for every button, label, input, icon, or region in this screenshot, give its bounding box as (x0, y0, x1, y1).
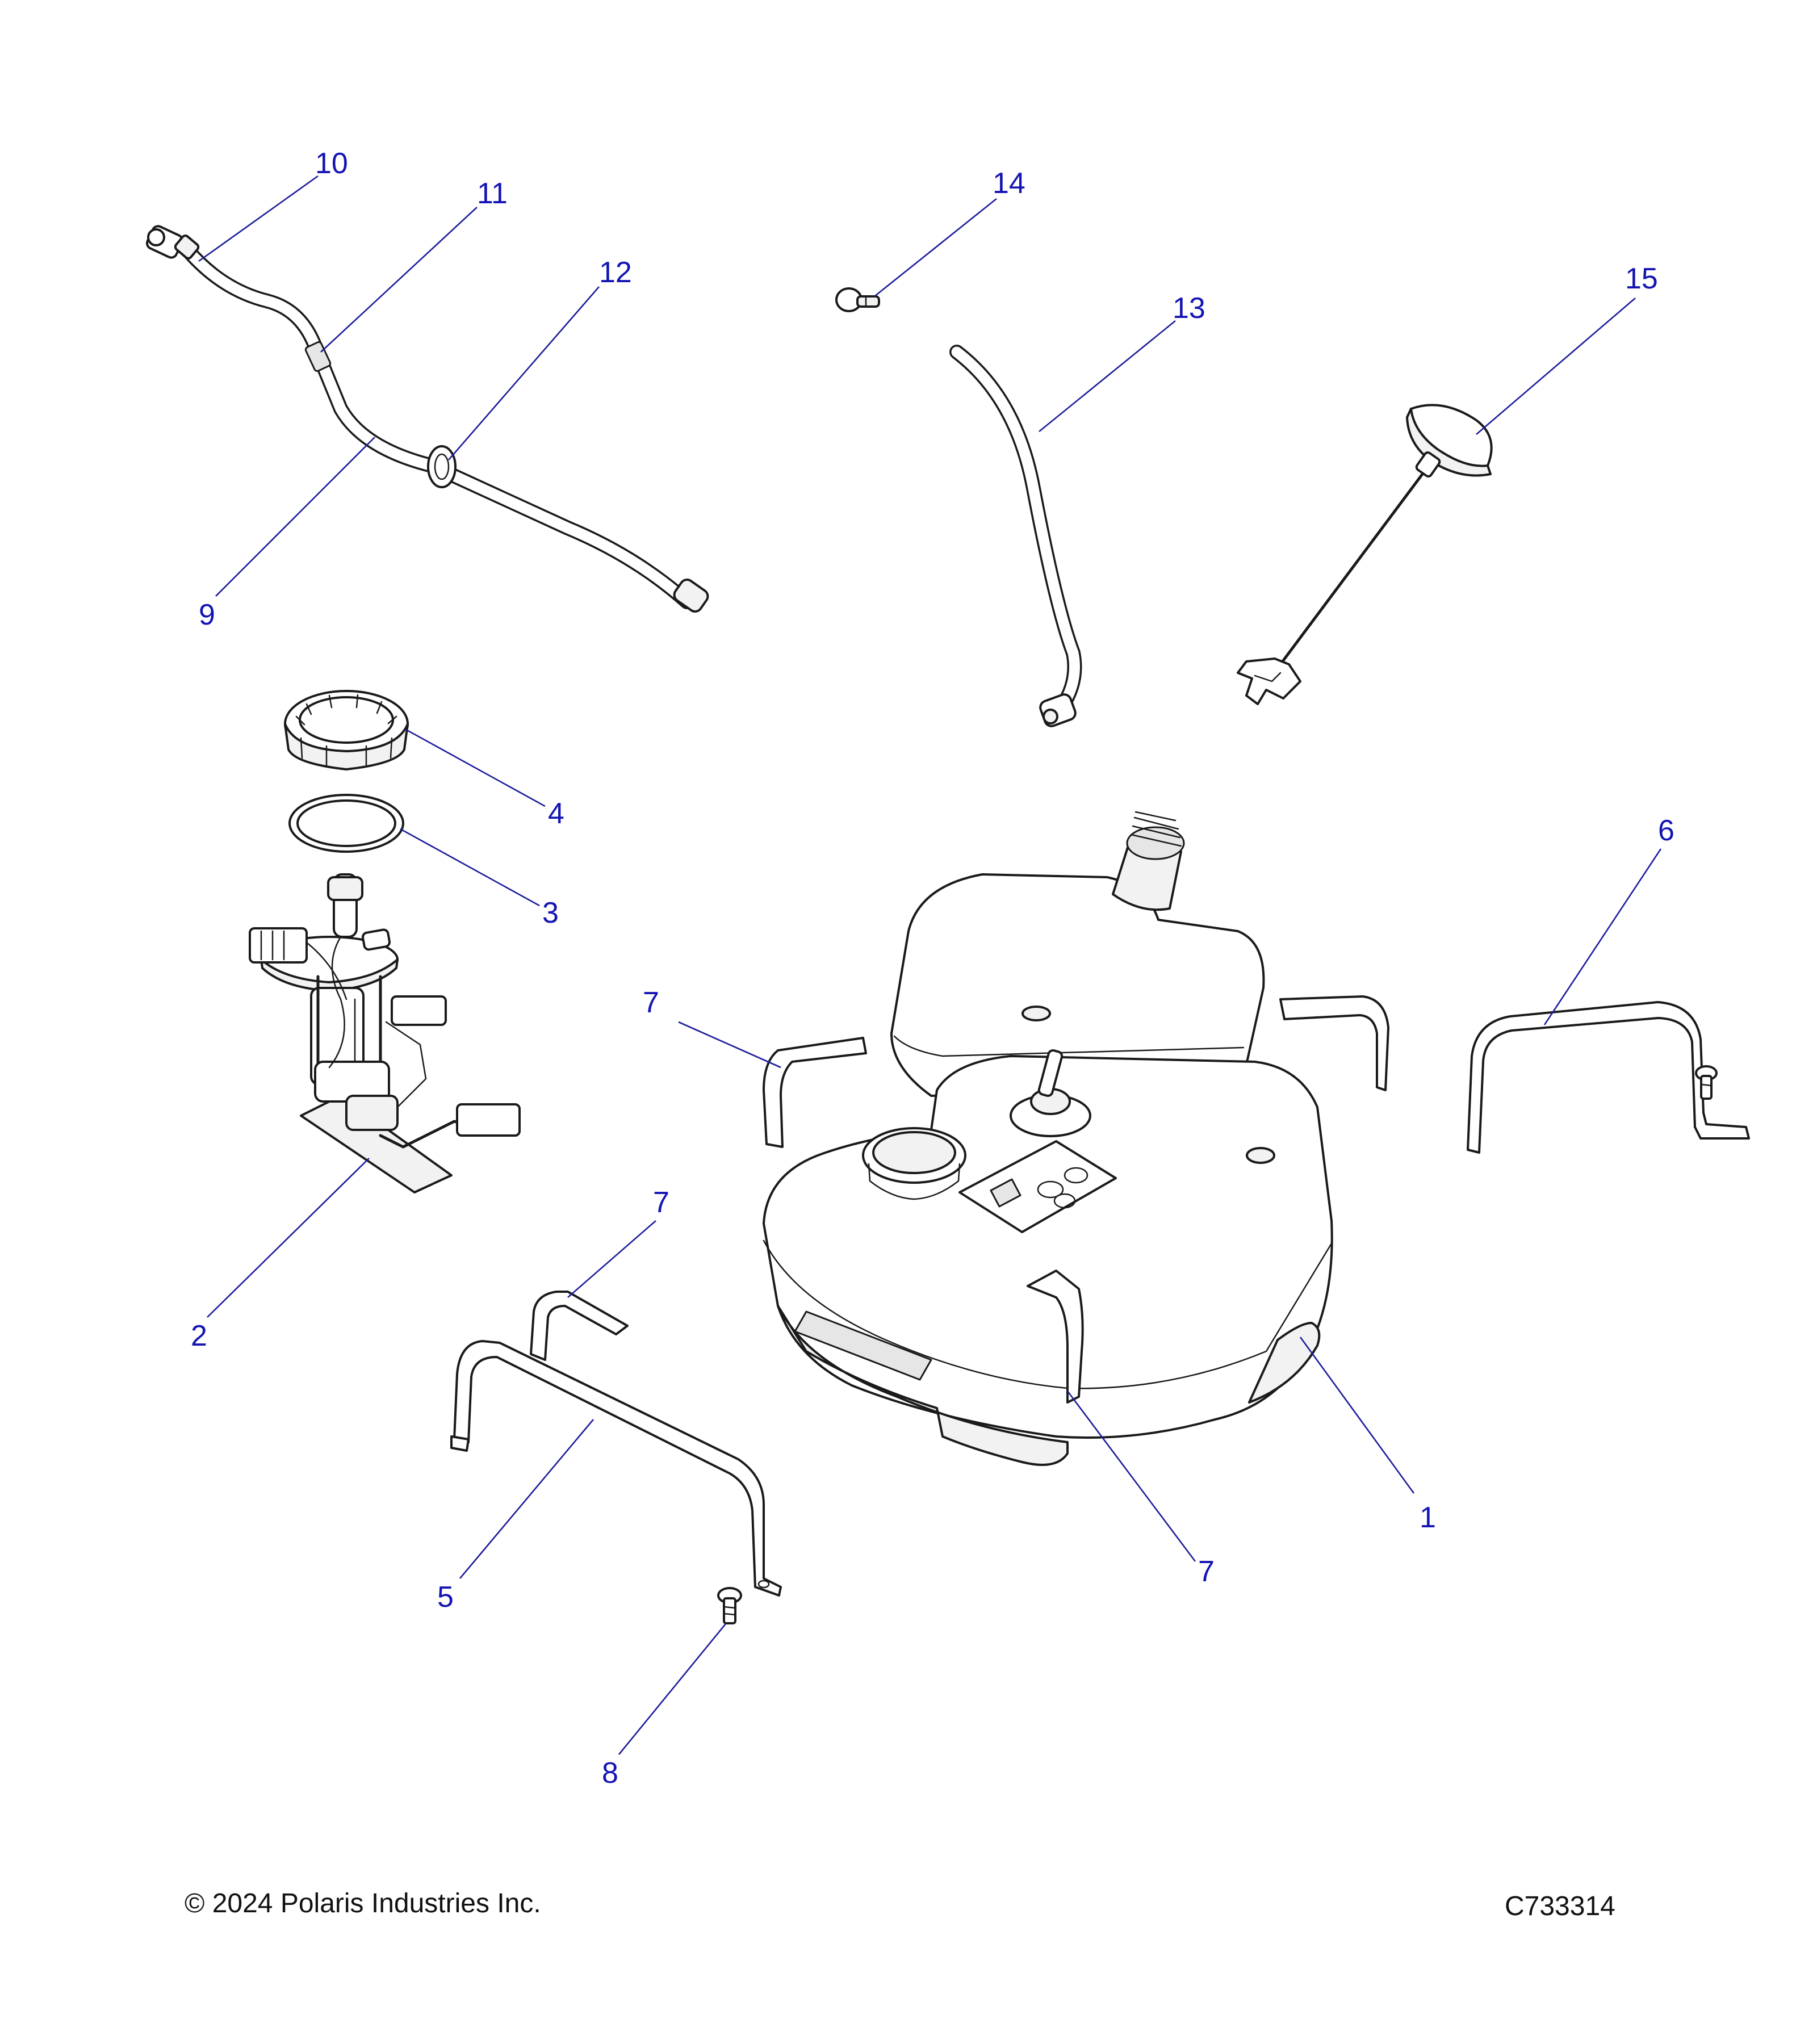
callout-13: 13 (1173, 292, 1205, 325)
leader-lines (198, 175, 1662, 1755)
fuel-level-sender-15 (1237, 404, 1493, 705)
leader-4 (405, 728, 546, 807)
callout-1: 1 (1420, 1501, 1436, 1534)
leader-2 (207, 1158, 370, 1318)
bolt-8 (717, 1587, 742, 1624)
leader-8 (618, 1623, 727, 1755)
tank-strap-7-front (1027, 1270, 1084, 1404)
leader-15 (1476, 298, 1636, 435)
leader-7b (567, 1220, 656, 1298)
callout-12: 12 (599, 256, 632, 289)
callout-9: 9 (199, 598, 215, 631)
leader-7c (1066, 1390, 1196, 1562)
callout-15: 15 (1625, 262, 1658, 295)
callout-7c: 7 (1198, 1555, 1215, 1588)
hose-clamp-11 (304, 341, 332, 372)
leader-10 (198, 175, 319, 262)
callout-14: 14 (993, 167, 1025, 200)
callout-4: 4 (548, 797, 564, 830)
callout-5: 5 (437, 1581, 454, 1614)
tank-strap-7-upper-right (1279, 995, 1389, 1091)
leader-6 (1543, 848, 1662, 1025)
callout-6: 6 (1658, 814, 1674, 847)
fuel-tank-1 (763, 811, 1333, 1466)
tank-strap-7-upper-left (763, 1037, 867, 1148)
leader-1 (1299, 1337, 1415, 1494)
callout-8: 8 (602, 1757, 618, 1790)
callout-labels: 10 11 12 9 14 13 15 4 3 2 7 7 7 6 1 5 8 (191, 147, 1674, 1790)
tank-strap-5 (450, 1340, 782, 1597)
leader-13 (1039, 320, 1176, 433)
leader-9 (215, 437, 375, 597)
bolt-6 (1695, 1065, 1718, 1100)
callout-7a: 7 (643, 986, 659, 1019)
hose-clamp-12 (427, 445, 457, 488)
callout-2: 2 (191, 1320, 207, 1352)
drawing-number: C733314 (1505, 1891, 1615, 1921)
callout-7b: 7 (653, 1186, 669, 1219)
leader-11 (320, 207, 478, 353)
callout-10: 10 (315, 147, 348, 180)
copyright-notice: © 2024 Polaris Industries Inc. (185, 1888, 541, 1919)
leader-7a (678, 1021, 781, 1069)
fuel-pump-module-2 (249, 873, 521, 1193)
leader-5 (459, 1419, 594, 1579)
seal-ring-3 (288, 794, 404, 853)
tank-strap-6 (1467, 1001, 1750, 1154)
hose-fitting-10 (146, 225, 200, 259)
callout-3: 3 (542, 897, 559, 929)
leader-12 (448, 286, 600, 460)
tank-strap-7-lower (530, 1291, 629, 1361)
vent-hose-assembly (146, 225, 709, 613)
callout-11: 11 (477, 177, 508, 210)
vent-line-13 (949, 345, 1082, 727)
lock-ring-4 (284, 690, 409, 770)
fitting-14 (835, 287, 880, 312)
leader-14 (874, 198, 997, 298)
leader-3 (400, 828, 540, 907)
